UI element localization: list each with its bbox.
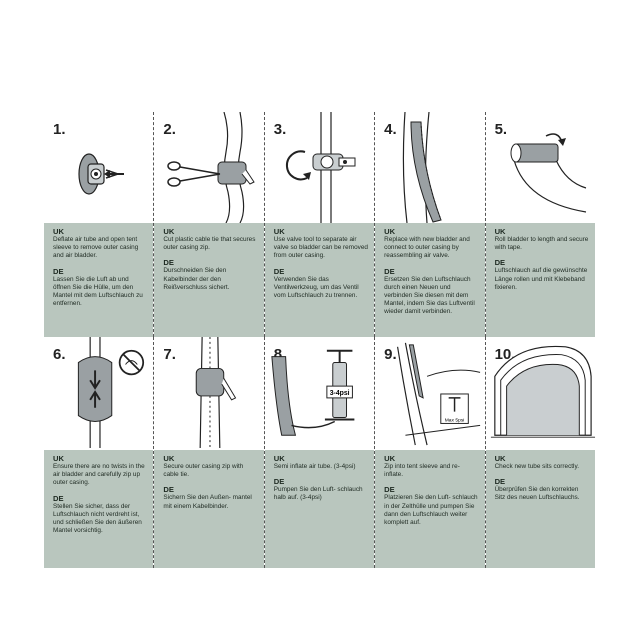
tent-sleeve-icon: Max 5psi [397, 342, 481, 446]
instruction-de: Verwenden Sie das Ventilwerkzeug, um das… [273, 275, 359, 300]
instruction-de: Sichern Sie den Außen- mantel mit einem … [163, 494, 252, 510]
instruction-de: Platzieren Sie den Luft- schlauch in der… [384, 494, 478, 527]
lang-label-uk: UK [273, 454, 285, 463]
step-1-text: UK Deflate air tube and open tent sleeve… [44, 223, 154, 337]
lang-label-de: DE [384, 266, 395, 276]
gauge-label: Max 5psi [445, 417, 465, 423]
instruction-uk: Use valve tool to separate air valve so … [273, 236, 368, 260]
lang-label-de: DE [273, 266, 285, 276]
step-number: 5. [494, 121, 508, 138]
valve-deflate-icon [78, 153, 124, 195]
instruction-de: Luftschlauch auf die gewünschte Länge ro… [494, 267, 588, 291]
step-5-illustration: 5. [485, 112, 595, 223]
instruction-de: Pumpen Sie den Luft- schlauch halb auf. … [273, 486, 363, 502]
instruction-uk: Deflate air tube and open tent sleeve to… [53, 236, 139, 260]
step-2-illustration: 2. [154, 112, 264, 223]
tent-complete-icon [490, 345, 595, 438]
gauge-label: 3-4psi [330, 390, 350, 397]
no-twist-icon [77, 337, 145, 448]
cable-tie-secure-icon [196, 337, 237, 448]
step-4-text: UK Replace with new bladder and connect … [375, 223, 485, 337]
step-3: 3. UK Use valve tool to separate air val… [263, 112, 375, 337]
lang-label-uk: UK [494, 227, 506, 236]
lang-label-de: DE [163, 258, 174, 268]
step-number: 7. [163, 346, 176, 363]
step-4: 4. UK Replace with new bladder and conne… [374, 112, 485, 337]
roll-bladder-icon [510, 133, 586, 213]
step-10: 10. UK Check new tube sits correctly. DE… [484, 337, 595, 568]
instruction-uk: Replace with new bladder and connect to … [384, 236, 470, 260]
lang-label-de: DE [494, 477, 506, 487]
step-1: 1. UK Deflate air tube and open tent sle… [43, 112, 154, 337]
lang-label-de: DE [273, 477, 285, 487]
lang-label-uk: UK [384, 227, 396, 236]
step-5: 5. UK Roll bladder to length and secure … [484, 112, 595, 337]
step-6-text: UK Ensure there are no twists in the air… [44, 450, 154, 568]
step-4-illustration: 4. [375, 112, 485, 223]
step-number: 1. [53, 121, 66, 138]
step-number: 4. [384, 121, 397, 138]
step-9: 9. Max 5psi UK Zip into tent sleeve and … [374, 337, 485, 568]
instruction-de: Stellen Sie sicher, dass der Luftschlauc… [53, 502, 142, 535]
lang-label-uk: UK [384, 454, 396, 463]
step-10-text: UK Check new tube sits correctly. DE Übe… [485, 450, 595, 568]
scissors-cable-tie-icon [167, 112, 256, 223]
instruction-de: Lassen Sie die Luft ab und öffnen Sie di… [53, 275, 143, 308]
replace-bladder-icon [402, 112, 442, 223]
instruction-sheet: 1. UK Deflate air tube and open tent sle… [43, 112, 595, 568]
instruction-de: Ersetzen Sie den Luftschlauch durch eine… [384, 275, 475, 316]
lang-label-de: DE [163, 485, 174, 495]
lang-label-uk: UK [494, 454, 506, 463]
pump-icon: 3-4psi [271, 349, 355, 436]
step-7-illustration: 7. [154, 337, 264, 450]
step-7-text: UK Secure outer casing zip with cable ti… [154, 450, 264, 568]
lang-label-de: DE [384, 485, 395, 495]
instruction-uk: Zip into tent sleeve and re-inflate. [384, 463, 460, 479]
lang-label-uk: UK [163, 454, 175, 463]
step-number: 9. [384, 346, 397, 363]
step-9-text: UK Zip into tent sleeve and re-inflate. … [375, 450, 485, 568]
lang-label-uk: UK [53, 227, 64, 236]
step-2-text: UK Cut plastic cable tie that secures ou… [154, 223, 264, 337]
step-8-text: UK Semi inflate air tube. (3-4psi) DE Pu… [264, 450, 375, 568]
instruction-de: Durschneiden Sie den Kabelbinder der den… [163, 267, 230, 291]
step-number: 3. [273, 121, 287, 138]
lang-label-de: DE [53, 493, 64, 503]
lang-label-uk: UK [273, 227, 285, 236]
lang-label-de: DE [494, 258, 506, 268]
step-2: 2. UK Cut plastic cable tie that secures… [153, 112, 264, 337]
step-1-illustration: 1. [44, 112, 154, 223]
step-3-illustration: 3. [264, 112, 375, 223]
instruction-uk: Secure outer casing zip with cable tie. [163, 463, 244, 479]
step-10-illustration: 10. [485, 337, 595, 450]
step-number: 6. [53, 346, 66, 363]
step-8: 8. 3-4psi UK Semi inflate air tube. (3-4… [263, 337, 375, 568]
instruction-uk: Roll bladder to length and secure with t… [494, 236, 589, 252]
instruction-uk: Cut plastic cable tie that secures outer… [163, 236, 256, 252]
step-number: 2. [163, 121, 176, 138]
lang-label-de: DE [53, 266, 64, 276]
step-7: 7. UK Secure outer casing zip with cable… [153, 337, 264, 568]
lang-label-uk: UK [163, 227, 175, 236]
step-6: 6. UK Ensure there are no twists in the … [43, 337, 154, 568]
instruction-uk: Ensure there are no twists in the air bl… [53, 463, 145, 487]
instruction-uk: Semi inflate air tube. (3-4psi) [273, 463, 356, 470]
step-3-text: UK Use valve tool to separate air valve … [264, 223, 375, 337]
step-9-illustration: 9. Max 5psi [375, 337, 485, 450]
instruction-uk: Check new tube sits correctly. [494, 463, 579, 470]
lang-label-uk: UK [53, 454, 64, 463]
step-5-text: UK Roll bladder to length and secure wit… [485, 223, 595, 337]
instruction-de: Überprüfen Sie den korrekten Sitz des ne… [494, 486, 580, 502]
valve-tool-icon [285, 112, 356, 223]
step-8-illustration: 8. 3-4psi [264, 337, 375, 450]
step-6-illustration: 6. [44, 337, 154, 450]
